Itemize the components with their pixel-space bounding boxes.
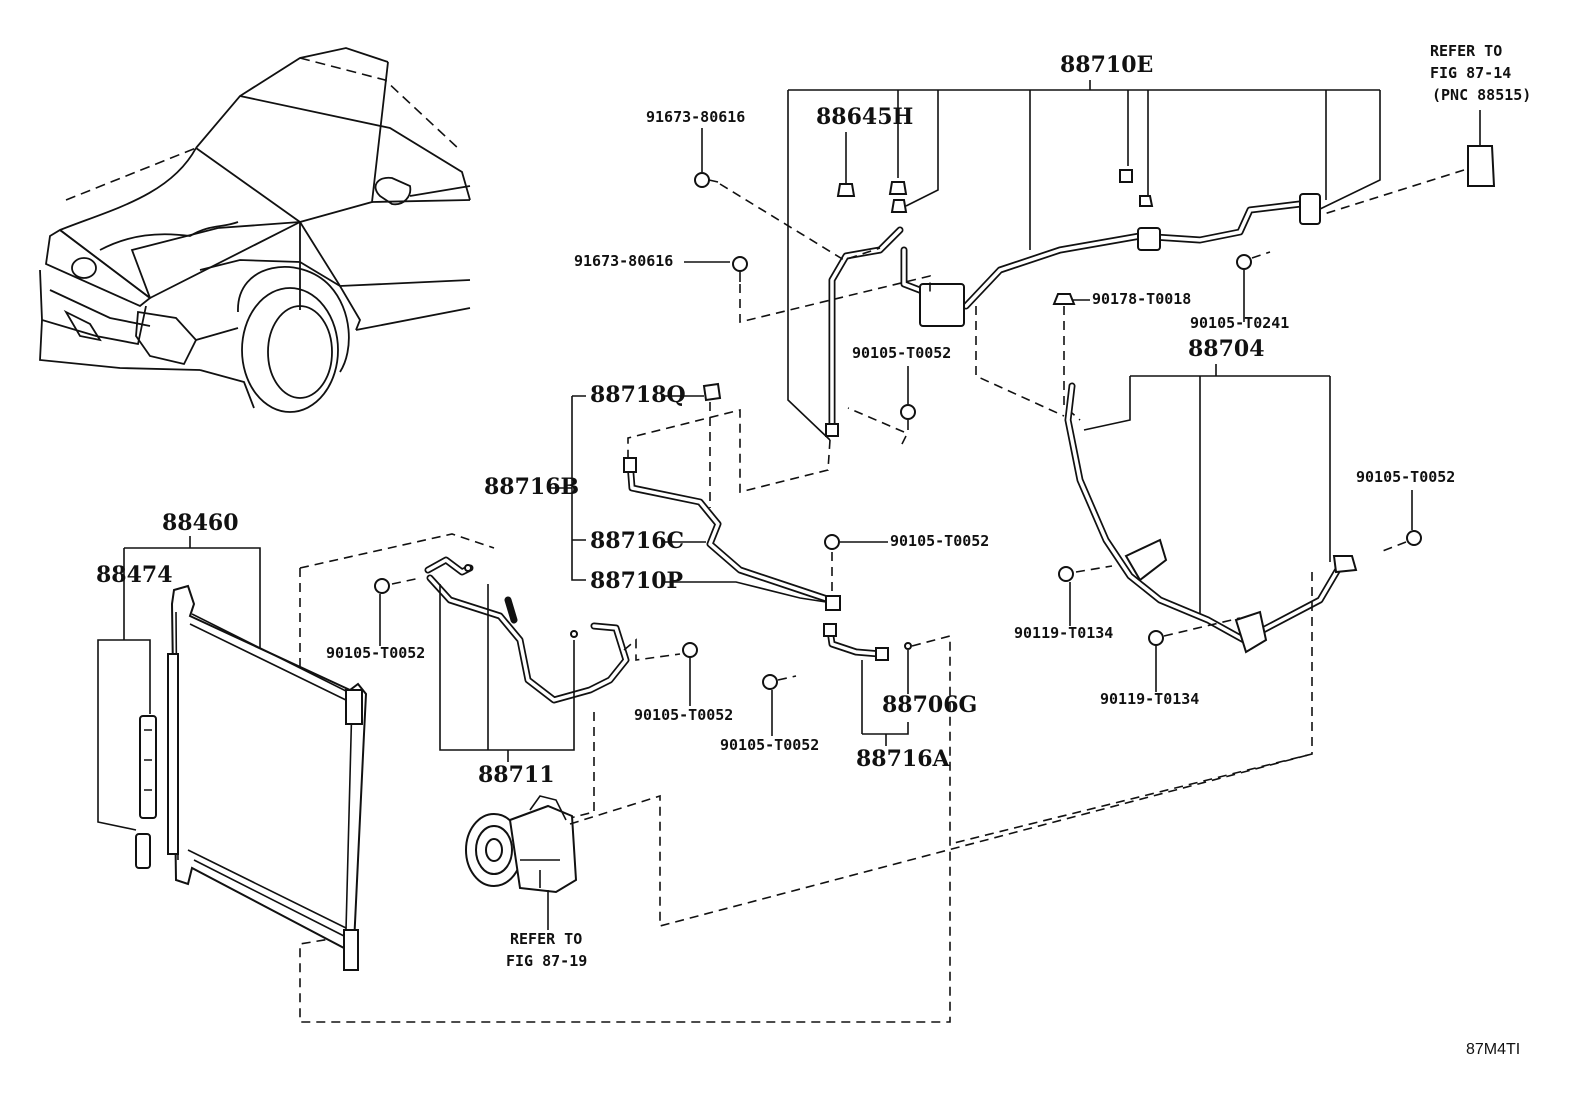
label-88474: 88474 (96, 562, 173, 588)
label-90105-T0052-upper: 90105-T0052 (852, 344, 951, 362)
vehicle-illustration (39, 47, 471, 413)
refer-line-2: FIG 87-14 (1430, 64, 1511, 82)
condenser-group: 88460 88474 (96, 510, 368, 971)
bolt-icon (1406, 530, 1422, 546)
clip-icon (1052, 293, 1076, 305)
fastener-group-right: 90178-T0018 90105-T0241 (975, 251, 1289, 421)
label-88716A: 88716A (856, 746, 951, 772)
label-90119-T0134-a: 90119-T0134 (1014, 624, 1113, 642)
bolt-icon (682, 642, 698, 658)
bolt-icon (1148, 630, 1164, 646)
label-88460: 88460 (162, 510, 239, 536)
label-90105-T0052-c1: 90105-T0052 (634, 706, 733, 724)
label-90105-T0052-left: 90105-T0052 (326, 644, 425, 662)
receiver-part-icon (1467, 145, 1496, 187)
bolt-icon (824, 534, 840, 550)
bolt-icon (732, 256, 748, 272)
group-88716B: 88718Q 88716B 88716C 88710P 90105-T0052 (484, 382, 989, 611)
bolt-icon (1058, 566, 1074, 582)
label-90105-T0052-mid: 90105-T0052 (890, 532, 989, 550)
bolt-91673-group: 91673-80616 91673-80616 (574, 108, 931, 324)
label-88710P: 88710P (590, 568, 683, 594)
label-90105-T0052-right: 90105-T0052 (1356, 468, 1455, 486)
refer-line-1: REFER TO (1430, 42, 1502, 60)
refer-fig-87-19-line-1: REFER TO (510, 930, 582, 948)
bolt-90105-upper: 90105-T0052 (627, 344, 951, 494)
block-fitting (919, 283, 965, 327)
refer-line-3: (PNC 88515) (1432, 86, 1531, 104)
label-90105-T0052-c2: 90105-T0052 (720, 736, 819, 754)
label-88710E: 88710E (1060, 52, 1153, 78)
label-90178-T0018: 90178-T0018 (1092, 290, 1191, 308)
bolt-icon (694, 172, 710, 188)
pressure-switch-part (836, 183, 856, 197)
bolt-icon (374, 578, 390, 594)
label-88711: 88711 (478, 762, 555, 788)
diagram-code: 87M4TI (1466, 1041, 1520, 1058)
label-88718Q: 88718Q (590, 382, 686, 408)
compressor-illustration: REFER TO FIG 87-19 (465, 753, 1313, 970)
group-88710E: 88710E 88645H (787, 52, 1381, 441)
label-90105-T0241: 90105-T0241 (1190, 314, 1289, 332)
group-88704: 88704 90105-T0052 90119-T0134 90119-T013… (949, 336, 1455, 845)
label-88716B: 88716B (484, 474, 579, 500)
label-91673-80616-b: 91673-80616 (574, 252, 673, 270)
bolt-icon (762, 674, 778, 690)
group-88716A: 88706G 88716A 90105-T0052 (299, 623, 977, 1023)
bolt-icon (900, 404, 916, 420)
bolt-icon (1236, 254, 1252, 270)
clamp-icon (702, 382, 722, 402)
refer-fig-87-14: REFER TO FIG 87-14 (PNC 88515) (1323, 42, 1531, 215)
refer-fig-87-19-line-2: FIG 87-19 (506, 952, 587, 970)
label-91673-80616-a: 91673-80616 (646, 108, 745, 126)
label-88704: 88704 (1188, 336, 1265, 362)
label-90119-T0134-b: 90119-T0134 (1100, 690, 1199, 708)
label-88645H: 88645H (816, 104, 913, 130)
label-88716C: 88716C (590, 528, 684, 554)
label-88706G: 88706G (882, 692, 977, 718)
